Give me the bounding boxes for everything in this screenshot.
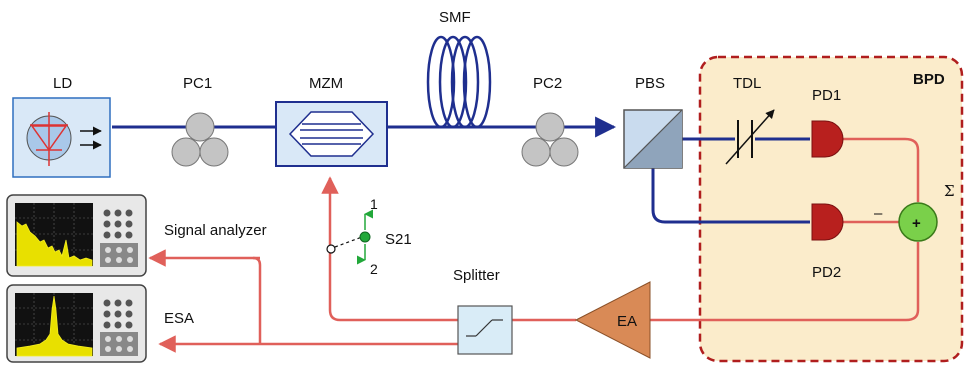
bpd-label: BPD: [913, 71, 945, 88]
mzm-modulator: [275, 101, 388, 167]
polarization-controller-1: [171, 112, 229, 167]
ld-label: LD: [53, 75, 72, 92]
esa-instrument: [6, 284, 147, 363]
pbs-label: PBS: [635, 75, 665, 92]
electrical-branch-corner: [252, 256, 262, 266]
rf-splitter: [457, 305, 513, 355]
polarization-controller-2: [521, 112, 579, 167]
minus-sign: –: [874, 205, 883, 222]
plus-sign: +: [912, 215, 921, 232]
photodiode-2: [811, 203, 844, 241]
s21-label: S21: [385, 231, 412, 248]
esa-label: ESA: [164, 310, 194, 327]
tunable-delay-line: [725, 109, 775, 165]
pc2-label: PC2: [533, 75, 562, 92]
s21-switch: [326, 209, 374, 265]
laser-diode: [12, 97, 111, 178]
photodiode-1: [811, 120, 844, 158]
pd1-label: PD1: [812, 87, 841, 104]
pd2-label: PD2: [812, 264, 841, 281]
summing-node: [898, 202, 938, 242]
switch-position-1: 1: [370, 196, 378, 212]
mzm-label: MZM: [309, 75, 343, 92]
smf-fiber-coil: [426, 35, 492, 129]
electrical-sum-to-ea: [650, 242, 920, 322]
switch-position-2: 2: [370, 261, 378, 277]
tdl-label: TDL: [733, 75, 761, 92]
optical-path-pbs-pd2: [651, 168, 810, 224]
sigma-symbol: Σ: [944, 182, 955, 200]
pc1-label: PC1: [183, 75, 212, 92]
electrical-splitter-to-mzm: [321, 176, 458, 322]
electrical-amplifier: [574, 281, 651, 359]
splitter-label: Splitter: [453, 267, 500, 284]
ea-label: EA: [617, 313, 637, 330]
electrical-pd1-to-sum: [838, 137, 920, 202]
signal-analyzer-label: Signal analyzer: [164, 222, 267, 239]
smf-label: SMF: [439, 9, 471, 26]
pbs-splitter: [623, 109, 683, 169]
signal-analyzer-instrument: [6, 194, 147, 277]
